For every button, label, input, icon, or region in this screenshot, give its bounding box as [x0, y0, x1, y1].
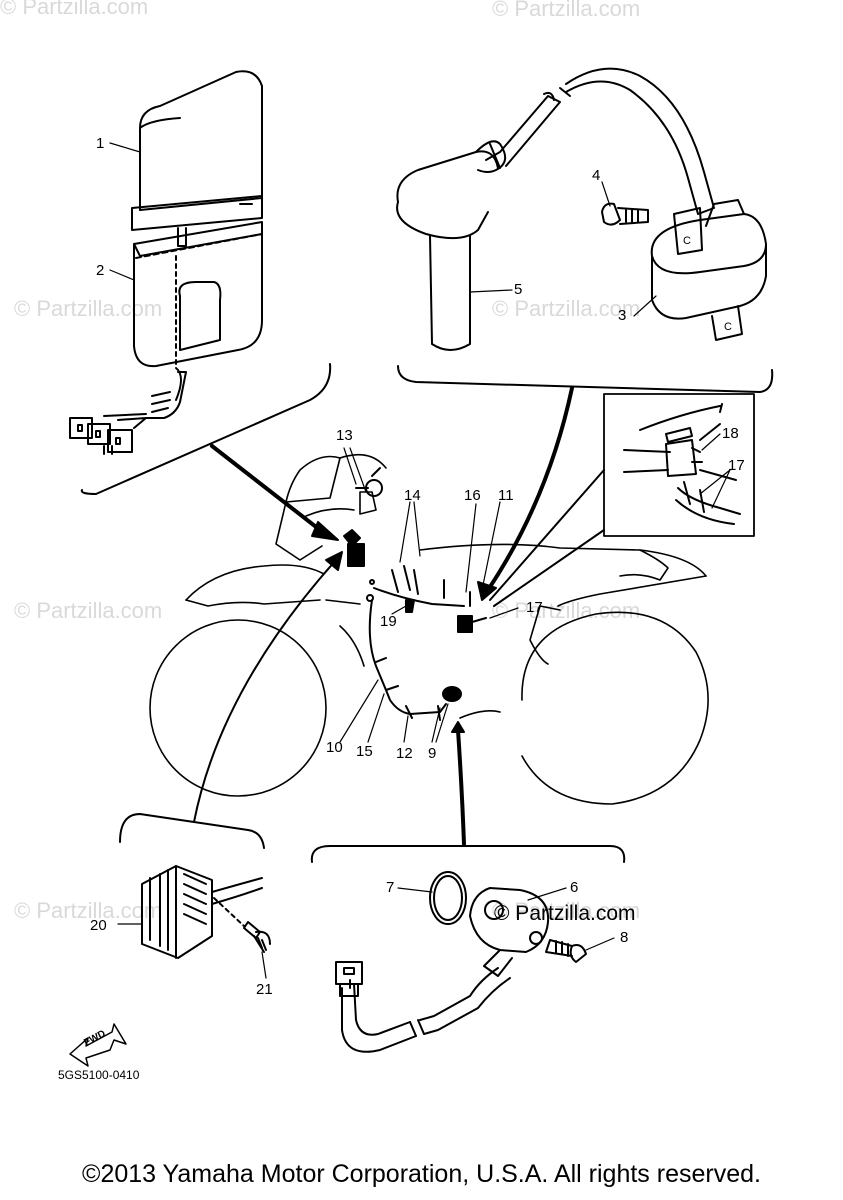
callout-8: 8 — [620, 929, 629, 946]
watermark: © Partzilla.com — [14, 598, 163, 623]
rectifier-regulator-part — [119, 813, 265, 959]
watermark: © Partzilla.com — [0, 0, 149, 19]
callout-9: 9 — [428, 745, 437, 762]
pointer-arrow — [193, 559, 337, 823]
callout-20: 20 — [90, 917, 107, 934]
callout-5: 5 — [514, 281, 523, 298]
copyright-footer: ©2013 Yamaha Motor Corporation, U.S.A. A… — [82, 1160, 761, 1188]
callout-15: 15 — [356, 743, 373, 760]
callout-1: 1 — [96, 135, 105, 152]
plug-cap-part — [396, 91, 561, 351]
watermark: © Partzilla.com — [492, 296, 641, 321]
callout-2: 2 — [96, 262, 105, 279]
callout-17: 17 — [526, 599, 543, 616]
switch-bolt-part — [545, 939, 587, 963]
pointer-line — [489, 469, 605, 607]
watermark: © Partzilla.com — [492, 0, 641, 21]
cdi-bracket-part — [103, 221, 263, 429]
forward-label: FWD — [82, 1028, 107, 1048]
pointer-arrowhead — [451, 721, 465, 733]
detail-inset — [603, 393, 755, 537]
callout-14: 14 — [404, 487, 421, 504]
motorcycle-outline — [149, 453, 709, 805]
callout-16: 16 — [464, 487, 481, 504]
cdi-unit-part — [131, 70, 263, 247]
group-bracket-cdi — [80, 363, 332, 495]
watermark: © Partzilla.com — [14, 898, 163, 923]
switch-lead-part — [335, 961, 511, 1053]
callout-11: 11 — [498, 487, 514, 504]
diagram-code: 5GS5100-0410 — [58, 1068, 140, 1082]
callout-18: 18 — [722, 425, 739, 442]
pointer-arrow — [486, 386, 574, 592]
callout-21: 21 — [256, 981, 273, 998]
group-bracket-switch — [310, 845, 626, 863]
pointer-arrow — [210, 444, 322, 532]
pointer-arrowhead — [311, 521, 339, 541]
pointer-arrow — [456, 728, 466, 846]
coil-bolt-part — [601, 202, 649, 226]
watermark: © Partzilla.com — [492, 898, 641, 923]
svg-text:C: C — [683, 235, 691, 247]
callout-19: 19 — [380, 613, 397, 630]
neutral-switch-part — [469, 887, 550, 977]
callout-12: 12 — [396, 745, 413, 762]
rectifier-bolt-part — [243, 921, 271, 953]
callout-17-inset: 17 — [728, 457, 745, 474]
leader-lines — [109, 142, 731, 979]
oring-part — [429, 871, 467, 925]
callout-7: 7 — [386, 879, 395, 896]
brand-watermark: © Partzilla.com — [494, 902, 636, 925]
callout-10: 10 — [326, 739, 343, 756]
callout-13: 13 — [336, 427, 353, 444]
callout-6: 6 — [570, 879, 579, 896]
callout-4: 4 — [592, 167, 601, 184]
ignition-coil-part: C C — [650, 199, 767, 341]
forward-direction-arrow — [69, 1023, 127, 1067]
group-bracket-coil — [397, 365, 774, 393]
wire-harness-part — [343, 467, 487, 721]
ignition-lead-part — [559, 67, 715, 215]
svg-text:C: C — [724, 321, 732, 333]
watermark: © Partzilla.com — [14, 296, 163, 321]
callout-3: 3 — [618, 307, 627, 324]
cdi-connector-part — [69, 417, 133, 455]
pointer-arrowhead — [325, 551, 343, 571]
